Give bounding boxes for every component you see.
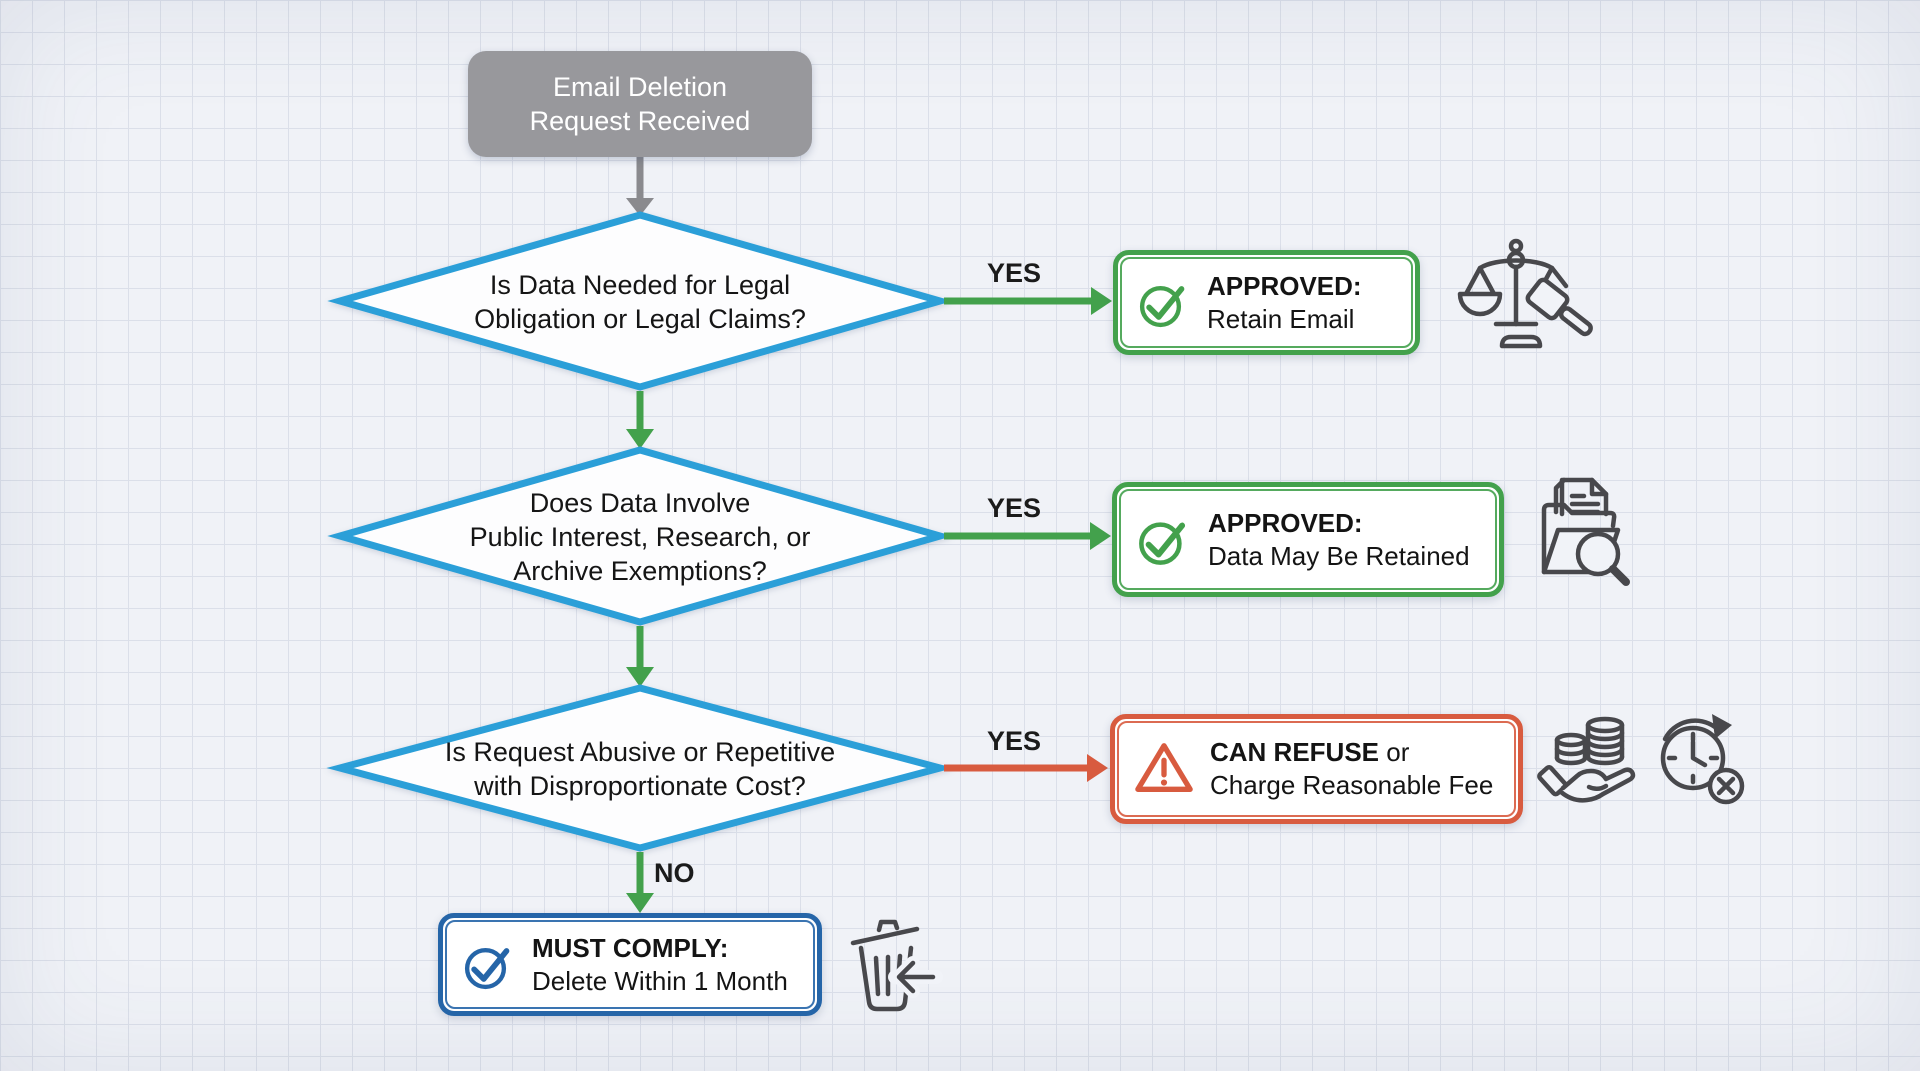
check-circle-icon — [1136, 275, 1192, 331]
trash-delete-icon — [843, 912, 943, 1014]
check-circle-icon — [461, 937, 517, 993]
decision-diamond-2 — [327, 446, 953, 626]
edge-label-yes-2: YES — [986, 493, 1042, 523]
decision-2-label: Does Data Involve Public Interest, Resea… — [400, 484, 880, 590]
arrowhead-d1-to-d2 — [626, 429, 654, 449]
decision-2-line3: Archive Exemptions? — [513, 556, 767, 586]
arrowhead-start-to-d1 — [626, 198, 654, 216]
outcome-can-refuse: CAN REFUSE or Charge Reasonable Fee — [1110, 714, 1523, 824]
outcome-must-comply: MUST COMPLY: Delete Within 1 Month — [438, 913, 822, 1016]
outcome-approved-retain-email: APPROVED: Retain Email — [1113, 250, 1420, 355]
outcome-detail: Delete Within 1 Month — [532, 965, 788, 996]
outcome-approved-data-retained: APPROVED: Data May Be Retained — [1112, 482, 1504, 597]
outcome-title: APPROVED: — [1207, 270, 1362, 301]
edge-label-no: NO — [654, 858, 695, 888]
scales-gavel-icon — [1452, 236, 1593, 360]
arrowhead-d1-yes — [1091, 287, 1112, 315]
outcome-detail: Retain Email — [1207, 303, 1355, 334]
decision-1-label: Is Data Needed for Legal Obligation or L… — [420, 252, 860, 352]
decision-2-line2: Public Interest, Research, or — [469, 522, 811, 552]
outcome-title: MUST COMPLY: — [532, 932, 729, 963]
edge-label-yes-1: YES — [986, 258, 1042, 288]
warning-triangle-icon — [1133, 740, 1195, 798]
arrowhead-d3-to-comply — [626, 893, 654, 913]
outcome-title: APPROVED: — [1208, 507, 1363, 538]
edge-label-yes-3: YES — [986, 726, 1042, 756]
arrowhead-d2-yes — [1090, 522, 1111, 550]
arrowhead-d2-to-d3 — [626, 667, 654, 687]
outcome-title: CAN REFUSE or — [1210, 737, 1410, 767]
start-node-line1: Email Deletion — [552, 72, 728, 102]
decision-diamond-1 — [327, 211, 953, 391]
decision-3-line1: Is Request Abusive or Repetitive — [444, 737, 836, 767]
arrowhead-d3-yes — [1087, 754, 1108, 782]
outcome-detail: Charge Reasonable Fee — [1210, 770, 1494, 800]
start-node: Email Deletion Request Received — [468, 51, 812, 157]
decision-2-line1: Does Data Involve — [529, 488, 751, 518]
check-circle-icon — [1135, 511, 1193, 569]
start-node-line2: Request Received — [529, 106, 751, 136]
coins-hand-icon — [1537, 712, 1645, 810]
outcome-detail: Data May Be Retained — [1208, 540, 1470, 571]
clock-cancel-icon — [1652, 708, 1748, 810]
decision-diamond-3 — [326, 684, 954, 852]
folder-search-icon — [1532, 468, 1640, 590]
decision-1-line1: Is Data Needed for Legal — [489, 270, 791, 300]
decision-3-label: Is Request Abusive or Repetitive with Di… — [400, 734, 880, 804]
decision-3-line2: with Disproportionate Cost? — [474, 771, 806, 801]
decision-1-line2: Obligation or Legal Claims? — [474, 304, 806, 334]
